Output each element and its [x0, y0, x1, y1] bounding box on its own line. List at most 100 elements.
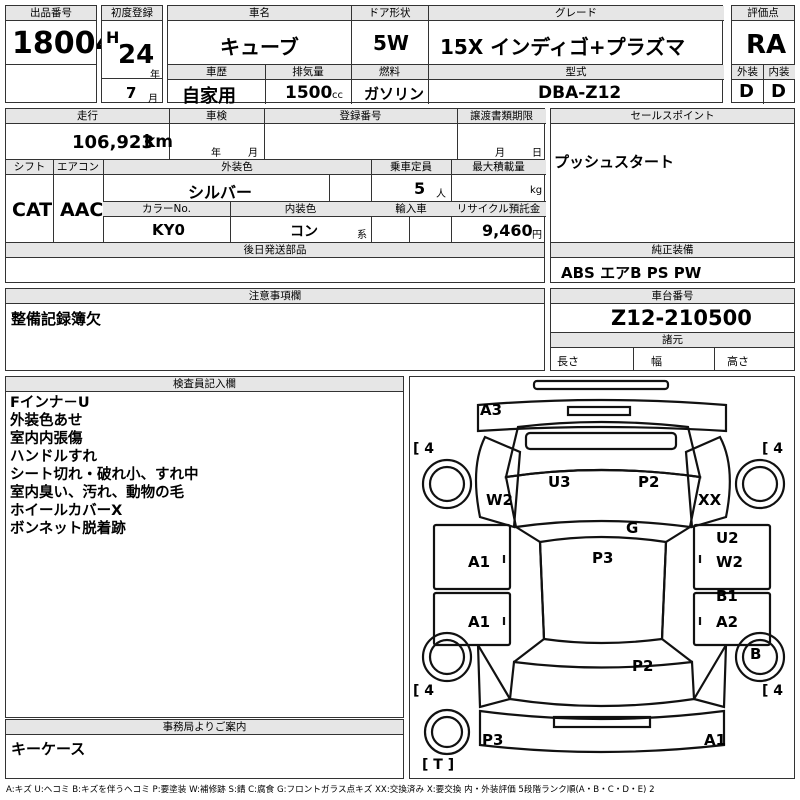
inspector-note-line: ボンネット脱着跡 [10, 521, 126, 537]
displacement-label: 排気量 [265, 65, 351, 80]
history-label: 車歴 [168, 65, 265, 80]
ext-score: D [739, 81, 754, 102]
era: H [106, 28, 120, 47]
ext-score-label: 外装 [732, 65, 763, 80]
ext-color: シルバー [188, 183, 253, 202]
equipment: ABS エアB PS PW [561, 264, 702, 282]
displacement-unit: cc [332, 90, 343, 101]
recycle: 9,460 [482, 221, 533, 240]
recycle-label: リサイクル預託金 [451, 202, 546, 217]
int-color-label: 内装色 [230, 202, 371, 217]
sales-text: プッシュスタート [554, 153, 675, 171]
capacity: 5 [414, 179, 426, 198]
height-label: 高さ [727, 355, 749, 368]
sales-label: セールスポイント [551, 109, 794, 124]
mark-trunk: P2 [632, 657, 654, 675]
reg-year: 24 [118, 40, 155, 70]
mileage: 106,923 [72, 132, 154, 153]
first-registration-box: 初度登録 H 24 年 7 月 [101, 5, 163, 105]
grade-label: グレード [428, 6, 724, 21]
car-name-label: 車名 [168, 6, 351, 21]
equip-label: 純正装備 [551, 243, 794, 258]
chassis-label: 車台番号 [551, 289, 794, 304]
grade: 15X インディゴ+プラズマ [440, 35, 686, 59]
chassis-number: Z12-210500 [611, 306, 752, 330]
mark-hood-right: P2 [638, 473, 660, 491]
details-table: 走行 車検 登録番号 譲渡書類期限 106,923 km 年 月 月 日 シフト… [5, 108, 546, 283]
mark-door-right-w2: W2 [716, 553, 743, 571]
mark-roof: P3 [592, 549, 614, 567]
sales-point-box: セールスポイント プッシュスタート 純正装備 ABS エアB PS PW [550, 108, 795, 283]
door-type: 5W [373, 31, 409, 55]
insp-month-unit: 月 [248, 148, 258, 159]
reg-no-label: 登録番号 [264, 109, 457, 124]
month-unit: 月 [148, 94, 158, 105]
mark-fender-right: XX [698, 491, 722, 509]
ac-label: エアコン [53, 160, 103, 175]
bracket-4-tr: [ 4 [762, 441, 784, 457]
year-unit: 年 [150, 70, 160, 81]
auction-no-box: 出品番号 18004 [5, 5, 116, 103]
mark-front-bumper: A3 [480, 401, 503, 419]
inspector-note-line: 室内内張傷 [10, 431, 83, 447]
max-load-unit: kg [530, 185, 543, 196]
office-box: 事務局よりご案内 キーケース [5, 719, 404, 779]
shift-label: シフト [6, 160, 53, 175]
mark-trunk-bracket: [ T ] [422, 757, 455, 773]
caution-label: 注意事項欄 [6, 289, 544, 304]
int-color-unit: 系 [357, 230, 367, 241]
transfer-day-unit: 日 [532, 148, 542, 159]
bracket-4-bl: [ 4 [413, 683, 435, 699]
damage-diagram-box: [ 4 [ 4 [ 4 [ 4 A3 W2 U3 P2 XX G U2 W2 A… [409, 376, 795, 779]
ac: AAC [60, 199, 104, 221]
later-parts-label: 後日発送部品 [6, 243, 544, 258]
mark-door-right-b1: B1 [716, 587, 738, 605]
transfer-label: 譲渡書類期限 [457, 109, 546, 124]
inspector-note-line: 外装色あせ [10, 413, 83, 429]
length-label: 長さ [557, 355, 579, 368]
mark-door-left-a1-front: A1 [468, 553, 491, 571]
chassis-box: 車台番号 Z12-210500 諸元 長さ 幅 高さ [550, 288, 795, 371]
car-diagram [421, 379, 786, 756]
score-box: 評価点 RA 外装 内装 D D [731, 5, 795, 104]
color-no: KY0 [152, 221, 185, 239]
import-label: 輸入車 [371, 202, 451, 217]
inspector-note-line: シート切れ・破れ小、すれ中 [10, 467, 199, 483]
score: RA [746, 30, 787, 60]
score-label: 評価点 [732, 6, 794, 21]
mark-door-right-u2: U2 [716, 529, 739, 547]
first-reg-label: 初度登録 [102, 6, 162, 21]
int-score: D [771, 81, 786, 102]
capacity-unit: 人 [436, 189, 446, 200]
inspector-label: 検査員記入欄 [6, 377, 403, 392]
legend: A:キズ U:ヘコミ B:キズを伴うヘコミ P:要塗装 W:補修跡 S:錆 C:… [6, 785, 655, 795]
fuel-label: 燃料 [351, 65, 428, 80]
int-color: コン [290, 224, 318, 240]
capacity-label: 乗車定員 [371, 160, 451, 175]
mark-fender-left: W2 [486, 491, 513, 509]
int-score-label: 内装 [763, 65, 795, 80]
office-text: キーケース [11, 740, 86, 758]
displacement: 1500 [285, 83, 333, 103]
auction-no-label: 出品番号 [6, 6, 96, 21]
reg-month: 7 [126, 84, 137, 102]
mileage-unit: km [144, 132, 174, 152]
shift: CAT [12, 199, 53, 221]
door-label: ドア形状 [351, 6, 428, 21]
mileage-label: 走行 [6, 109, 169, 124]
mark-rear-bumper-right: A1 [704, 731, 727, 749]
color-no-label: カラーNo. [103, 202, 230, 217]
fuel: ガソリン [364, 85, 425, 103]
caution-text: 整備記録簿欠 [11, 310, 102, 328]
width-label: 幅 [651, 355, 662, 368]
recycle-unit: 円 [532, 230, 542, 241]
inspector-note-line: 室内臭い、汚れ、動物の毛 [10, 485, 185, 501]
auction-no: 18004 [12, 26, 117, 61]
mark-door-left-a1-rear: A1 [468, 613, 491, 631]
bracket-4-tl: [ 4 [413, 441, 435, 457]
history: 自家用 [182, 86, 236, 107]
mark-windshield: G [626, 519, 639, 537]
vehicle-info-box: 車名 ドア形状 グレード キューブ 5W 15X インディゴ+プラズマ 車歴 排… [167, 5, 724, 107]
